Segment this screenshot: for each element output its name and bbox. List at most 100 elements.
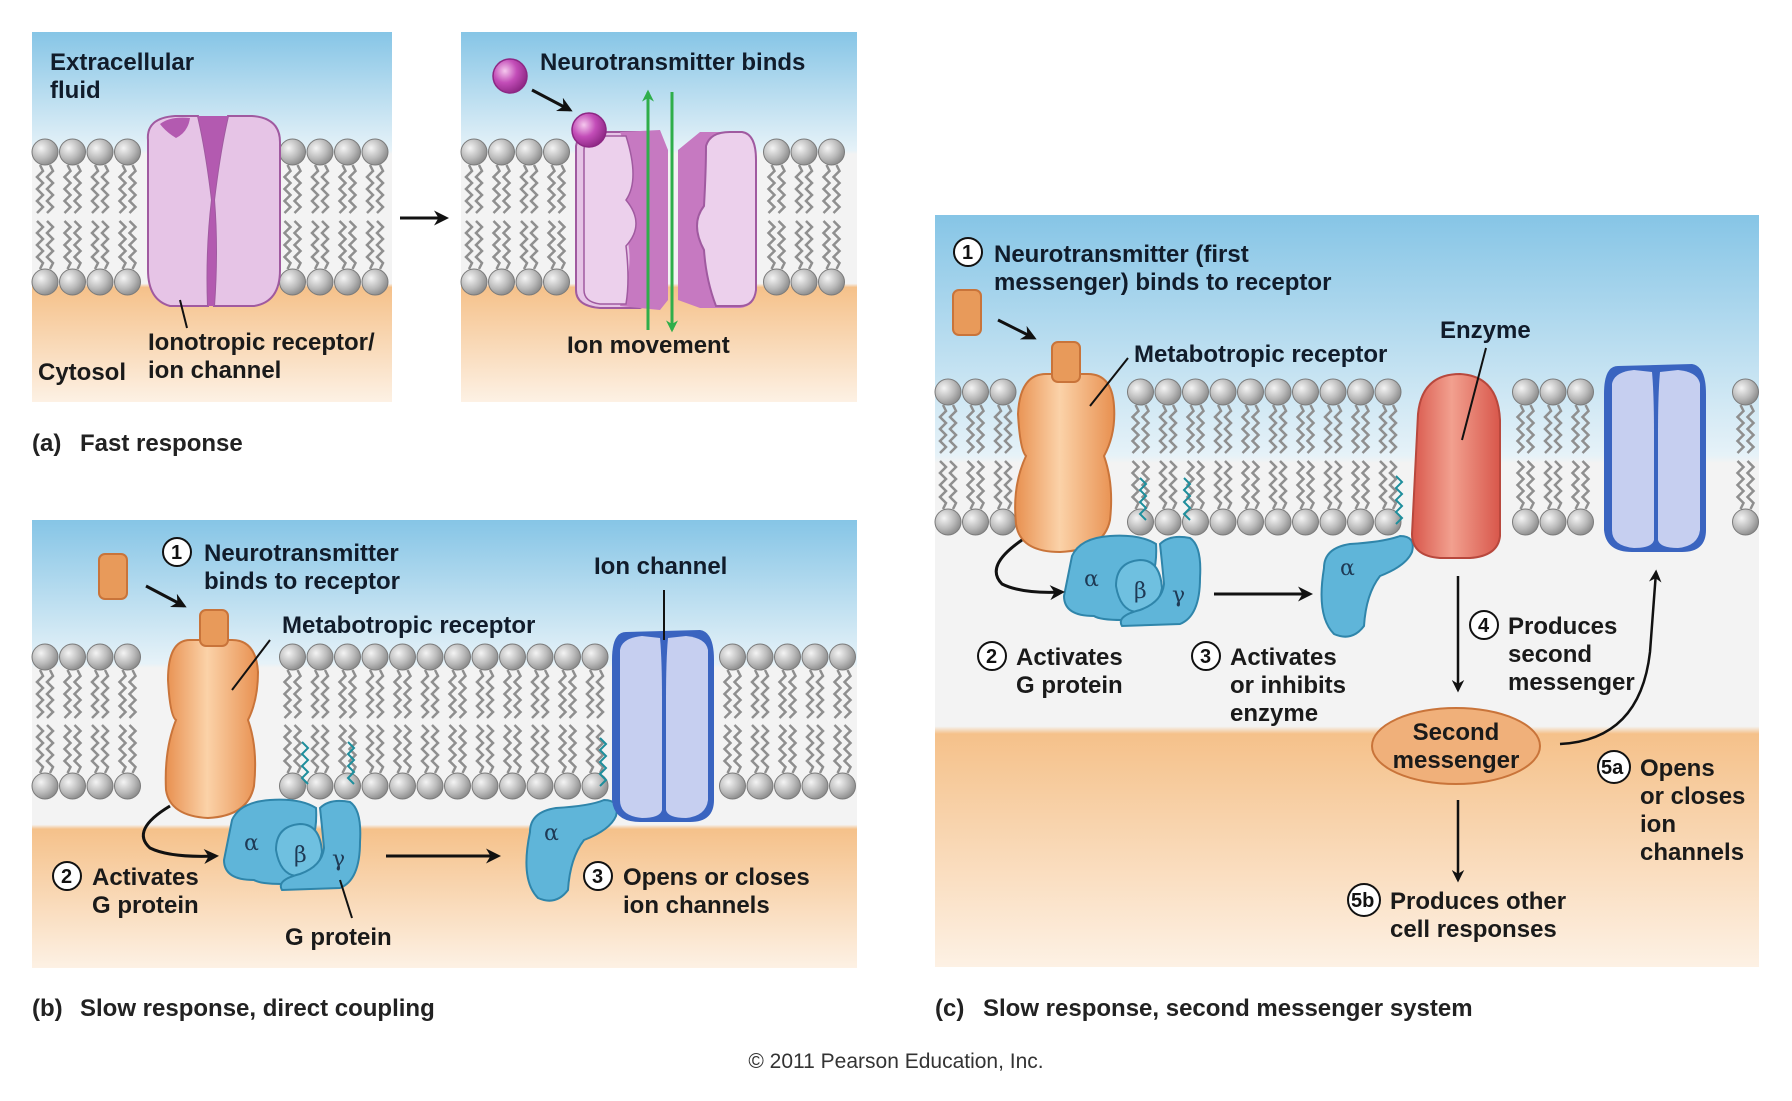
ion-movement-label: Ion movement	[567, 332, 730, 359]
phospholipid-head	[114, 772, 141, 800]
step-5b-label-line1: Produces other	[1390, 888, 1566, 915]
cytosol-label: Cytosol	[38, 359, 126, 386]
lipid-tail	[1168, 404, 1178, 454]
lipid-tail	[457, 724, 468, 774]
lipid-tail	[502, 724, 513, 774]
lipid-tail	[1553, 404, 1563, 454]
lipid-tail	[127, 724, 138, 774]
lipid-tail	[310, 220, 320, 270]
lipid-tail	[750, 724, 760, 774]
phospholipid-head	[543, 268, 570, 296]
step-3-label-line1: Activates	[1230, 644, 1337, 671]
phospholipid-head	[306, 268, 334, 296]
lipid-tail	[464, 220, 474, 270]
lipid-tail	[766, 220, 777, 270]
lipid-tail	[760, 724, 770, 774]
lipid-tail	[501, 220, 512, 270]
ligand-binding-arrow	[997, 318, 1037, 340]
g-beta-label: β	[1134, 579, 1147, 604]
lipid-tail	[965, 460, 976, 510]
phospholipid-head	[1292, 378, 1319, 406]
phospholipid-head	[934, 508, 962, 536]
lipid-tail	[35, 220, 45, 270]
metabotropic-receptor	[1014, 341, 1116, 554]
lipid-tail	[1295, 404, 1306, 454]
phospholipid-head	[31, 772, 59, 800]
lipid-tail	[337, 164, 348, 214]
lipid-tail	[310, 669, 320, 719]
phospholipid-head	[1127, 508, 1154, 536]
lipid-tail	[127, 220, 138, 270]
lipid-tail	[1333, 404, 1343, 454]
lipid-tail	[1388, 460, 1398, 510]
lipid-tail	[100, 220, 110, 270]
lipid-anchor	[1394, 475, 1404, 525]
binding-arrow	[531, 88, 573, 112]
lipid-tail	[127, 164, 138, 214]
lipid-tail	[347, 669, 358, 719]
lipid-tail	[347, 220, 358, 270]
step-5a-label-line1: Opens	[1640, 755, 1715, 782]
lipid-tail	[90, 164, 100, 214]
lipid-tail	[512, 669, 523, 719]
step-3-label-line2: or inhibits	[1230, 672, 1346, 699]
lipid-tail	[375, 669, 385, 719]
lipid-tail	[540, 669, 550, 719]
lipid-tail	[62, 164, 73, 214]
neurotransmitter-molecule-free	[492, 58, 528, 94]
step-2-badge	[52, 861, 82, 891]
step-4-label-line2: second	[1508, 641, 1592, 668]
lipid-tail	[474, 220, 484, 270]
copyright-notice: © 2011 Pearson Education, Inc.	[748, 1050, 1043, 1073]
lipid-tail	[1213, 460, 1223, 510]
lipid-anchor	[346, 741, 356, 785]
phospholipid-head	[1127, 378, 1154, 406]
phospholipid-head	[31, 643, 59, 671]
ionotropic-receptor-label-line2: ion channel	[148, 357, 281, 384]
g-protein-leader	[339, 879, 353, 919]
lipid-tail	[72, 669, 83, 719]
lipid-tail	[948, 404, 958, 454]
step-3-label-line3: enzyme	[1230, 700, 1318, 727]
phospholipid-head	[1264, 378, 1292, 406]
lipid-tail	[292, 669, 303, 719]
lipid-tail	[292, 164, 303, 214]
lipid-tail	[117, 669, 128, 719]
lipid-tail	[529, 164, 539, 214]
lipid-tail	[1323, 460, 1333, 510]
lipid-tail	[732, 724, 743, 774]
step-5b-label-line2: cell responses	[1390, 916, 1557, 943]
phospholipid-head	[1732, 378, 1759, 406]
lipid-tail	[457, 669, 468, 719]
phospholipid-head	[1209, 378, 1237, 406]
panel-b-caption: Slow response, direct coupling	[80, 995, 435, 1022]
lipid-tail	[777, 669, 788, 719]
lipid-tail	[282, 164, 293, 214]
lipid-tail	[117, 164, 128, 214]
lipid-tail	[1130, 460, 1141, 510]
step-2-number: 2	[61, 866, 72, 888]
lipid-tail	[337, 724, 348, 774]
lipid-tail	[821, 164, 832, 214]
ionotropic-receptor-closed	[146, 115, 281, 307]
lipid-tail	[1378, 460, 1388, 510]
step-1-label-line1: Neurotransmitter	[204, 540, 399, 567]
lipid-tail	[1378, 404, 1388, 454]
lipid-tail	[787, 669, 798, 719]
phospholipid-head	[114, 138, 141, 166]
lipid-tail	[1745, 404, 1756, 454]
lipid-tail	[45, 164, 55, 214]
phospholipid-head	[746, 643, 774, 671]
extracellular-fluid-label-line1: Extracellular	[50, 49, 194, 76]
phospholipid-head	[306, 772, 334, 800]
lipid-tail	[1580, 404, 1591, 454]
lipid-tail	[420, 669, 430, 719]
lipid-tail	[556, 164, 567, 214]
lipid-tail	[595, 724, 605, 774]
lipid-tail	[557, 669, 568, 719]
lipid-tail	[585, 669, 595, 719]
g-gamma-label: γ	[1172, 583, 1185, 608]
phospholipid-head	[488, 138, 515, 166]
lipid-tail	[1268, 460, 1278, 510]
